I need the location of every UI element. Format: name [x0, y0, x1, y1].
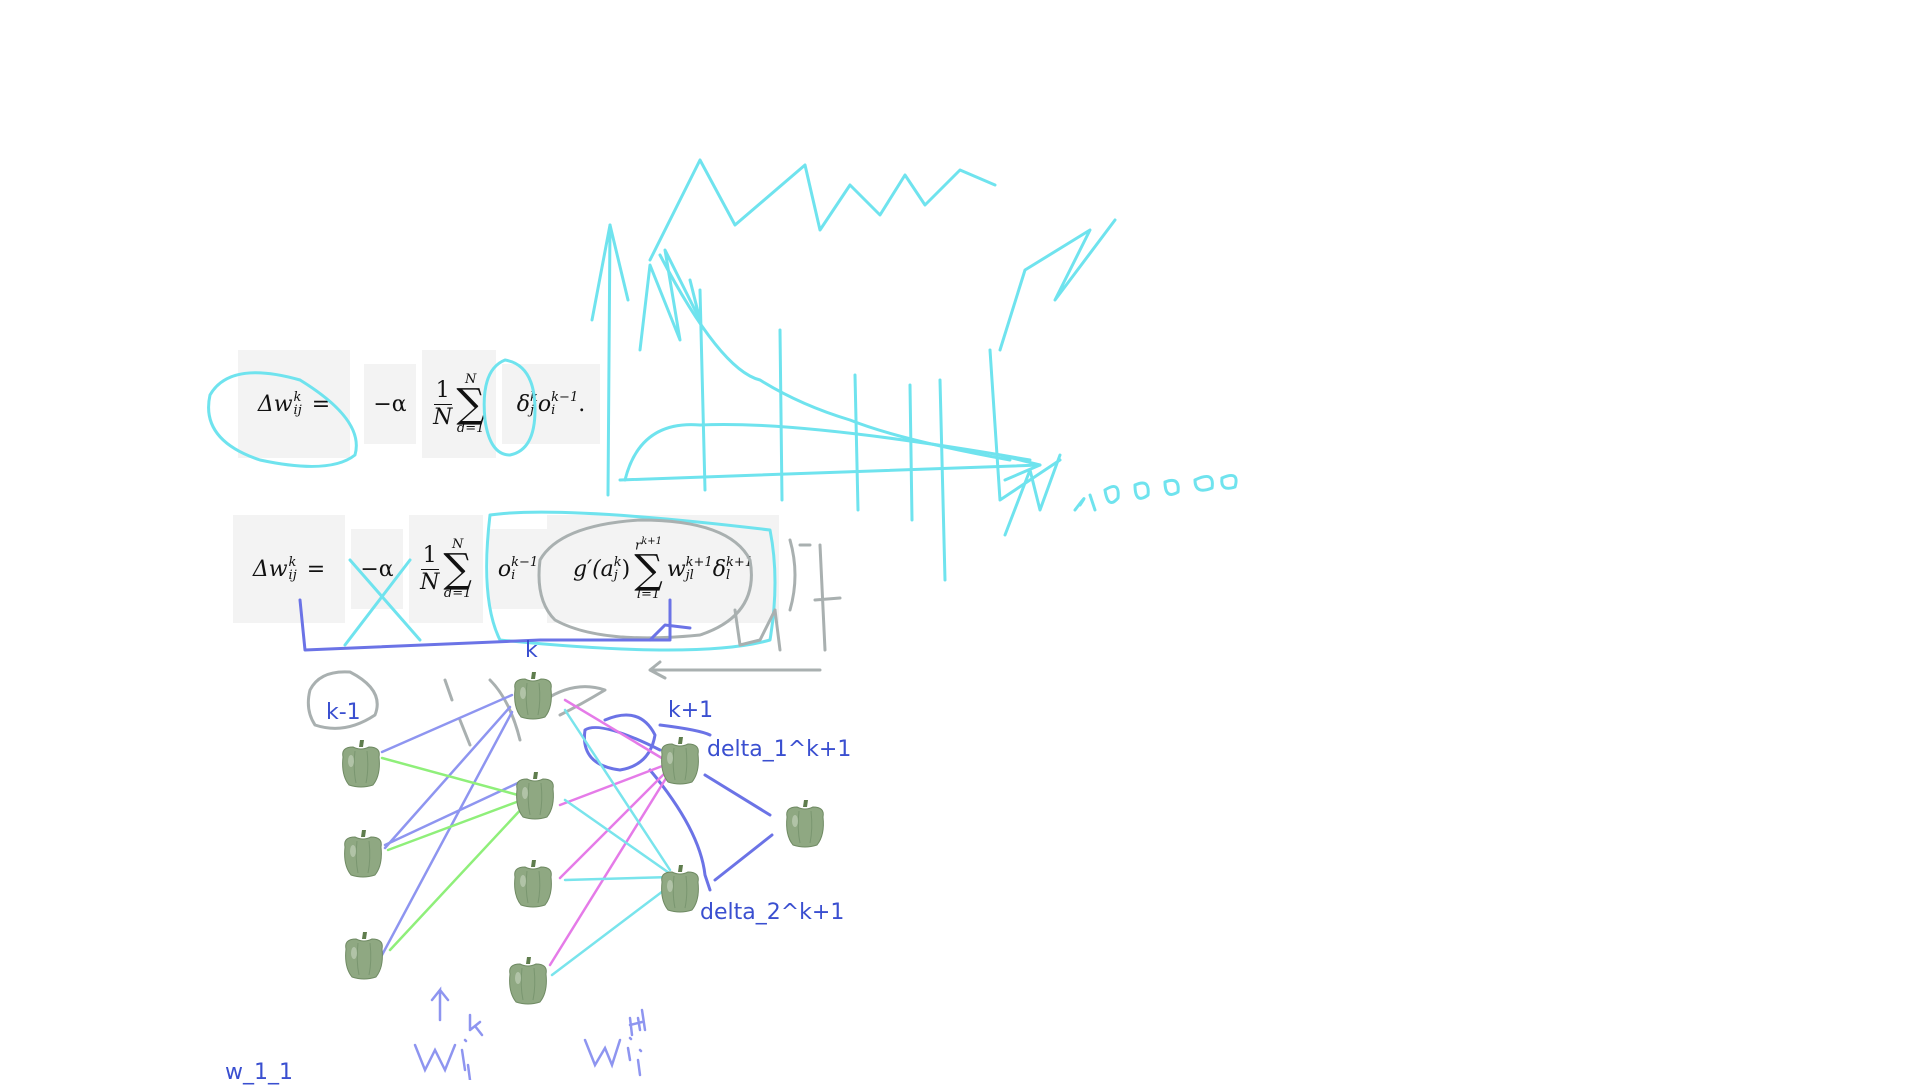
green-pepper-icon	[786, 800, 824, 848]
bracket-line	[298, 598, 672, 652]
box-formula-2	[485, 510, 777, 652]
ellipse-backprop	[537, 518, 753, 640]
network-edges	[380, 693, 774, 977]
formula-2-coef: −α	[351, 529, 403, 609]
green-pepper-icon	[514, 860, 552, 908]
network-nodes	[342, 672, 824, 1005]
label-delta-1: delta_1^k+1	[707, 737, 852, 762]
green-pepper-icon	[514, 672, 552, 720]
sketch-chart	[590, 158, 1238, 582]
green-pepper-icon	[516, 772, 554, 820]
arrow-up	[430, 986, 450, 1022]
circle-lhs	[207, 371, 358, 468]
circle-k-minus-1	[306, 670, 379, 730]
green-pepper-icon	[509, 957, 547, 1005]
green-pepper-icon	[661, 865, 699, 913]
label-w-1-1: w_1_1	[225, 1060, 293, 1085]
green-pepper-icon	[344, 830, 382, 878]
green-pepper-icon	[342, 740, 380, 788]
label-k-minus-1: k-1	[326, 700, 361, 725]
green-pepper-icon	[661, 737, 699, 785]
label-k-plus-1: k+1	[668, 698, 714, 723]
label-delta-2: delta_2^k+1	[700, 900, 845, 925]
label-k: k	[525, 638, 538, 663]
green-pepper-icon	[345, 932, 383, 980]
formula-1-coef: −α	[364, 364, 416, 444]
circle-term	[482, 358, 537, 457]
